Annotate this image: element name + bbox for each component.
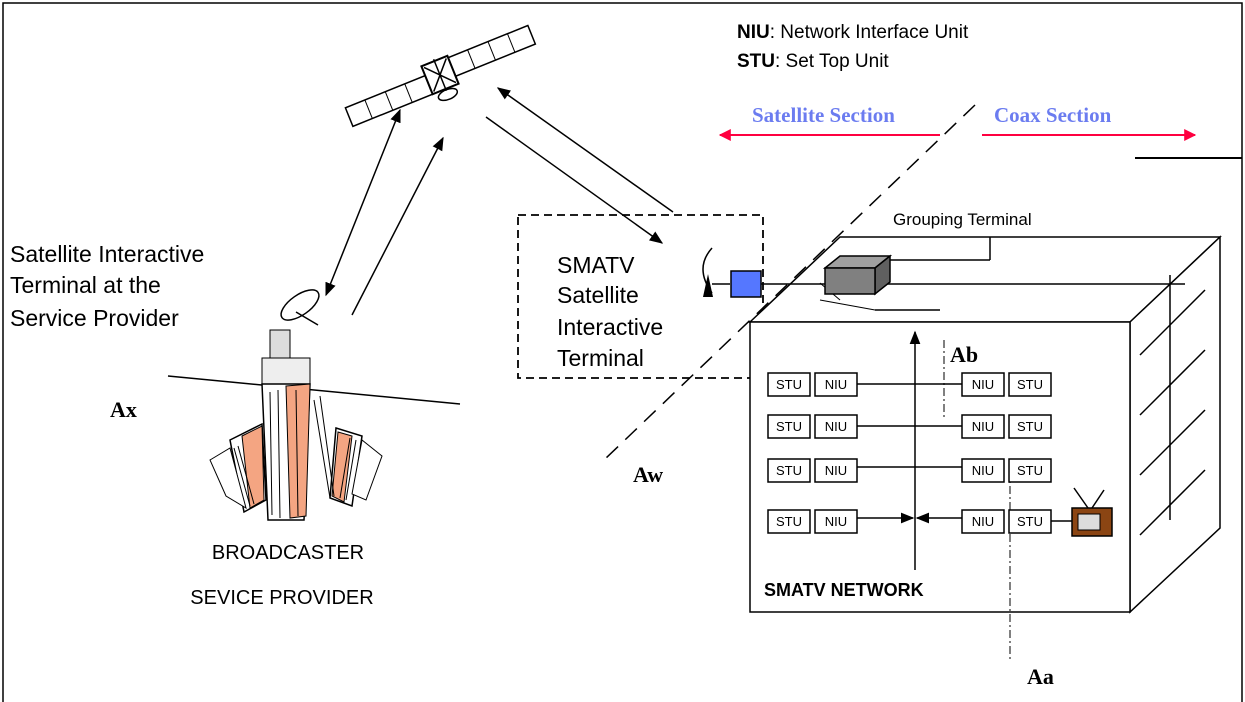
stu-box — [767, 458, 811, 483]
stu-label: STU — [776, 463, 802, 478]
outdoor-unit-icon — [730, 270, 762, 298]
broadcaster-building-icon — [209, 289, 383, 521]
broadcaster-label: BROADCASTER — [212, 542, 364, 564]
stu-label: STU — [776, 514, 802, 529]
legend-niu: NIU: Network Interface Unit — [737, 22, 969, 43]
smatv-terminal-box — [517, 214, 764, 379]
grouping-terminal-icon — [822, 254, 893, 296]
niu-box — [961, 414, 1005, 439]
uplink-arrow-right — [351, 136, 444, 316]
forward-link-arrow — [485, 116, 664, 244]
stu-label: STU — [1017, 514, 1043, 529]
section-divider — [603, 104, 976, 461]
stu-label: STU — [1017, 419, 1043, 434]
niu-label: NIU — [825, 514, 847, 529]
ground-line — [167, 375, 461, 405]
stu-label: STU — [776, 419, 802, 434]
service-provider-label: SEVICE PROVIDER — [190, 587, 373, 609]
tv-icon — [1071, 487, 1113, 537]
niu-box — [961, 458, 1005, 483]
stu-label: STU — [1017, 463, 1043, 478]
stu-label: STU — [1017, 377, 1043, 392]
return-link-arrow — [496, 87, 674, 213]
niu-box — [814, 509, 858, 534]
stu-box — [767, 414, 811, 439]
stu-box — [1008, 372, 1052, 397]
niu-label: NIU — [825, 377, 847, 392]
interface-aw: Aw — [633, 462, 663, 487]
stu-label: STU — [776, 377, 802, 392]
stu-box — [1008, 414, 1052, 439]
interface-ax: Ax — [110, 397, 137, 422]
stu-box — [767, 372, 811, 397]
niu-label: NIU — [825, 463, 847, 478]
niu-box — [961, 372, 1005, 397]
smatv-terminal-label: SMATV Satellite Interactive Terminal — [557, 252, 670, 371]
coax-section-label: Coax Section — [994, 103, 1112, 127]
stu-box — [767, 509, 811, 534]
niu-box — [961, 509, 1005, 534]
interface-aa: Aa — [1027, 664, 1054, 689]
niu-label: NIU — [972, 463, 994, 478]
niu-label: NIU — [972, 377, 994, 392]
legend-stu: STU: Set Top Unit — [737, 51, 889, 72]
niu-label: NIU — [825, 419, 847, 434]
niu-label: NIU — [972, 514, 994, 529]
unit-row-1: STU NIU NIU STU — [767, 372, 1052, 397]
interface-ab: Ab — [950, 342, 978, 367]
niu-box — [814, 458, 858, 483]
dish-feed-icon — [703, 274, 713, 297]
satellite-section-label: Satellite Section — [752, 103, 895, 127]
satellite-icon — [344, 24, 537, 128]
unit-row-2: STU NIU NIU STU — [767, 414, 1052, 439]
uplink-arrow-left — [325, 108, 401, 297]
smatv-network-label: SMATV NETWORK — [764, 580, 924, 600]
service-provider-terminal-label: Satellite Interactive Terminal at the Se… — [10, 241, 211, 331]
grouping-terminal-label: Grouping Terminal — [893, 210, 1032, 229]
stu-box — [1008, 458, 1052, 483]
unit-row-3: STU NIU NIU STU — [767, 458, 1052, 483]
niu-label: NIU — [972, 419, 994, 434]
unit-row-4: STU NIU NIU STU — [767, 509, 1072, 534]
